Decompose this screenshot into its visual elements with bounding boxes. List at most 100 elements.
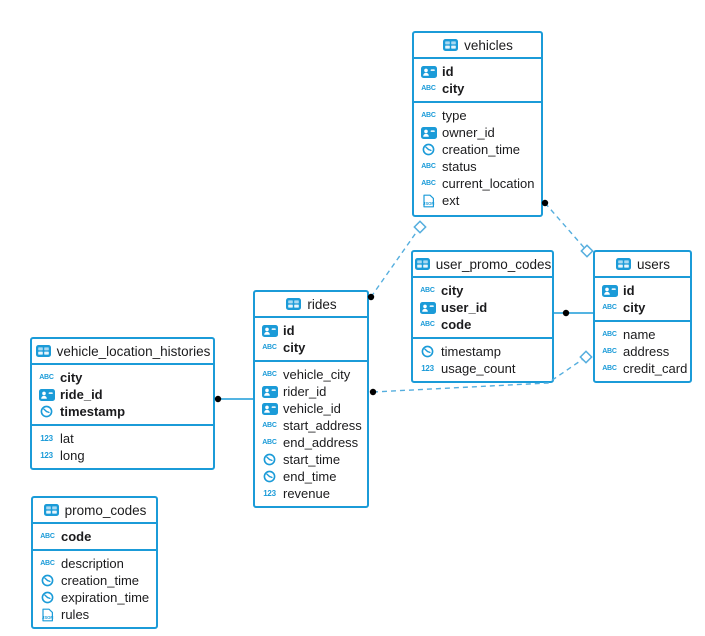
column-row-rider_id[interactable]: rider_id — [255, 383, 367, 400]
column-name: credit_card — [623, 361, 688, 376]
column-row-creation_time[interactable]: creation_time — [33, 572, 156, 589]
text-type-icon: ABC — [262, 439, 277, 446]
column-row-vehicle_id[interactable]: vehicle_id — [255, 400, 367, 417]
relationship-endpoint-dot — [369, 388, 377, 396]
column-row-vehicle_city[interactable]: ABC vehicle_city — [255, 366, 367, 383]
text-type-icon: ABC — [262, 371, 277, 378]
column-name: city — [441, 283, 464, 298]
id-badge-icon — [261, 402, 278, 415]
column-row-ride_id[interactable]: ride_id — [32, 386, 213, 403]
number-type-icon: 123 — [40, 434, 53, 443]
column-name: id — [283, 323, 295, 338]
text-type-icon: ABC — [39, 374, 54, 381]
column-row-id[interactable]: id — [595, 282, 690, 299]
column-name: id — [442, 64, 454, 79]
column-row-user_id[interactable]: user_id — [413, 299, 552, 316]
column-row-lat[interactable]: 123 lat — [32, 430, 213, 447]
column-row-id[interactable]: id — [414, 63, 541, 80]
column-row-ext[interactable]: JSON ext — [414, 192, 541, 209]
column-name: start_time — [283, 452, 341, 467]
id-badge-icon — [261, 324, 278, 337]
text-type-icon: ABC — [602, 365, 617, 372]
relationship-vehicle-location-histories-rides[interactable] — [214, 395, 253, 403]
id-badge-icon — [261, 385, 278, 398]
number-type-icon: 123 — [40, 451, 53, 460]
id-badge-icon — [38, 388, 55, 401]
column-name: id — [623, 283, 635, 298]
id-badge-icon — [601, 284, 618, 297]
text-type-icon: ABC — [40, 560, 55, 567]
svg-text:JSON: JSON — [423, 201, 434, 206]
table-header[interactable]: vehicles — [414, 33, 541, 59]
table-header[interactable]: vehicle_location_histories — [32, 339, 213, 365]
timestamp-icon — [419, 345, 436, 358]
text-type-icon: ABC — [421, 112, 436, 119]
id-badge-icon — [420, 65, 437, 78]
column-row-credit_card[interactable]: ABC credit_card — [595, 360, 690, 377]
text-type-icon: ABC — [421, 180, 436, 187]
table-icon — [35, 345, 52, 357]
column-name: lat — [60, 431, 74, 446]
column-name: vehicle_city — [283, 367, 351, 382]
column-name: city — [623, 300, 646, 315]
table-header[interactable]: rides — [255, 292, 367, 318]
column-row-expiration_time[interactable]: expiration_time — [33, 589, 156, 606]
relationship-user-promo-codes-users[interactable] — [554, 309, 593, 317]
relationship-vehicles-users[interactable] — [541, 199, 594, 258]
table-header[interactable]: user_promo_codes — [413, 252, 552, 278]
column-name: revenue — [283, 486, 330, 501]
column-row-id[interactable]: id — [255, 322, 367, 339]
column-row-city[interactable]: ABC city — [32, 369, 213, 386]
column-row-start_time[interactable]: start_time — [255, 451, 367, 468]
table-icon — [285, 298, 302, 310]
column-row-creation_time[interactable]: creation_time — [414, 141, 541, 158]
timestamp-icon — [261, 453, 278, 466]
column-name: city — [283, 340, 306, 355]
json-type-icon: JSON — [39, 608, 56, 622]
column-row-timestamp[interactable]: timestamp — [413, 343, 552, 360]
column-name: start_address — [283, 418, 362, 433]
column-row-end_time[interactable]: end_time — [255, 468, 367, 485]
column-name: usage_count — [441, 361, 516, 376]
column-name: name — [623, 327, 656, 342]
column-row-timestamp[interactable]: timestamp — [32, 403, 213, 420]
table-header[interactable]: users — [595, 252, 690, 278]
column-name: ext — [442, 193, 460, 208]
column-row-owner_id[interactable]: owner_id — [414, 124, 541, 141]
timestamp-icon — [38, 405, 55, 418]
column-name: rider_id — [283, 384, 327, 399]
table-header[interactable]: promo_codes — [33, 498, 156, 524]
column-name: city — [60, 370, 83, 385]
